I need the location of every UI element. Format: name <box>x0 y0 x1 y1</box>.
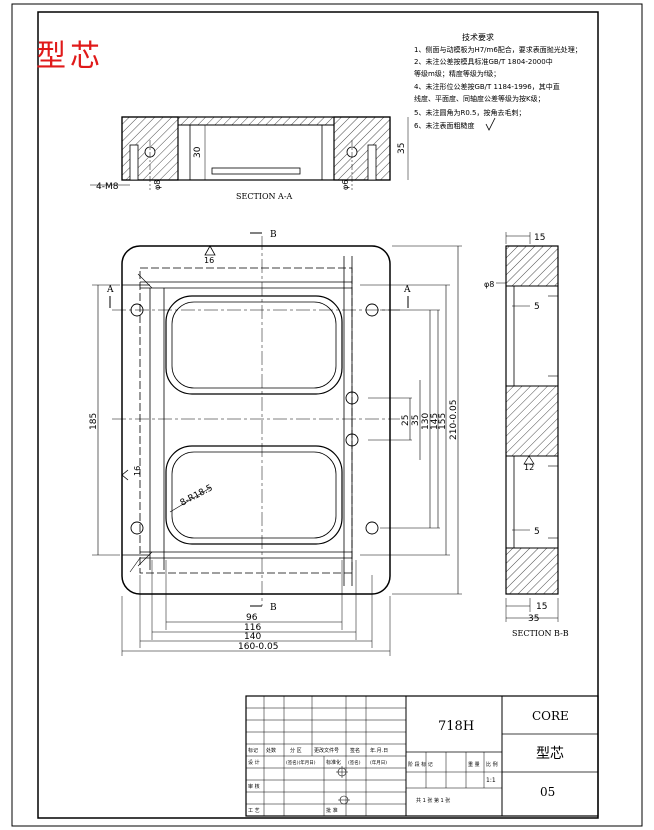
tb-name-en: CORE <box>532 709 569 723</box>
rough-top: 16 <box>204 256 214 265</box>
bb-rough-12: 12 <box>524 463 534 472</box>
roughness-symbol <box>485 117 496 131</box>
dim-aa-phi8: φ8 <box>153 180 162 190</box>
tech-line: 等级m级；精度等级为f级； <box>414 69 500 78</box>
tb-weight: 重 量 <box>468 761 480 768</box>
tb-check: 审 核 <box>248 783 260 790</box>
tb-standard: 标准化 <box>326 759 341 766</box>
tech-line: 2、未注公差按模具标准GB/T 1804-2000中 <box>414 57 553 66</box>
dim-116: 116 <box>244 623 261 633</box>
tb-design: 设 计 <box>248 759 260 766</box>
tb-h-mark: 标记 <box>248 747 258 754</box>
label-b-bottom: B <box>270 603 277 613</box>
title-block <box>245 695 599 817</box>
section-a-a <box>90 116 409 190</box>
label-a-right: A <box>403 285 411 295</box>
dim-210: 210-0.05 <box>449 400 459 440</box>
dim-130: 130 <box>421 413 431 430</box>
dim-96: 96 <box>246 613 258 623</box>
red-title: 型芯 <box>36 39 104 74</box>
tb-drawing-no: 05 <box>540 785 555 799</box>
rough-left: 16 <box>133 466 142 476</box>
technical-requirements: 技术要求 1、侧面与动模板为H7/m6配合，要求表面抛光处理； 2、未注公差按模… <box>414 32 582 131</box>
dim-aa-phi6: φ6 <box>341 180 350 190</box>
dim-aa-30: 30 <box>193 146 203 158</box>
tb-approve: 批 准 <box>326 807 338 814</box>
bb-dim-15-bottom: 15 <box>536 602 547 612</box>
tb-process: 工 艺 <box>248 808 260 814</box>
tb-stage: 阶 段 标 记 <box>408 761 433 768</box>
outer-border <box>11 3 643 827</box>
inner-border <box>37 11 599 819</box>
section-aa-caption: SECTION A-A <box>236 192 293 201</box>
bb-dim-5-top: 5 <box>534 302 540 312</box>
tech-line: 5、未注圆角为R0.5，按角去毛刺； <box>414 108 525 117</box>
tech-line: 1、侧面与动模板为H7/m6配合，要求表面抛光处理； <box>414 45 582 54</box>
tb-scale: 1:1 <box>486 777 496 784</box>
dim-35: 35 <box>411 415 421 426</box>
tb-h-date: 年.月.日 <box>370 747 388 754</box>
plan-view <box>92 232 462 656</box>
label-b-top: B <box>270 230 277 240</box>
tech-line: 4、未注形位公差按GB/T 1184-1996，其中直 <box>414 82 560 91</box>
tech-line: 线度、平面度、同轴度公差等级为按K级； <box>414 94 545 103</box>
dim-140: 140 <box>244 632 261 642</box>
tb-sheets: 共 1 张 第 1 张 <box>416 797 450 804</box>
tb-h-zone: 分 区 <box>290 747 302 754</box>
tb-ratio: 比 例 <box>486 761 498 768</box>
tb-name-cn: 型芯 <box>536 746 564 762</box>
tb-std-sign: (签名) <box>348 759 361 766</box>
tb-h-count: 处数 <box>266 747 276 754</box>
dim-160: 160-0.05 <box>238 642 278 652</box>
bb-dim-phi8: φ8 <box>484 280 494 289</box>
tb-std-date: (年月日) <box>370 759 387 766</box>
bb-dim-5-bottom: 5 <box>534 527 540 537</box>
tb-model: 718H <box>438 719 474 734</box>
bb-dim-35: 35 <box>528 614 539 624</box>
tb-h-change: 更改文件号 <box>314 747 339 754</box>
section-bb-caption: SECTION B-B <box>512 629 569 638</box>
bb-dim-15-top: 15 <box>534 233 545 243</box>
dim-155: 155 <box>438 413 448 430</box>
projection-symbol <box>336 766 350 805</box>
dim-145: 145 <box>430 413 440 430</box>
tech-heading: 技术要求 <box>462 32 494 42</box>
tb-design-sign: (签名)(年月日) <box>286 759 316 766</box>
dim-aa-35: 35 <box>397 143 407 154</box>
tech-line: 6、未注表面粗糙度 <box>414 121 474 130</box>
tb-h-sign: 签名 <box>350 747 360 754</box>
radius-note: 8-R18.5 <box>179 483 215 508</box>
dim-aa-screws: 4-M8 <box>96 182 119 192</box>
dim-185: 185 <box>89 413 99 430</box>
label-a-left: A <box>106 285 114 295</box>
section-b-b <box>496 232 559 622</box>
dim-25: 25 <box>401 415 411 426</box>
